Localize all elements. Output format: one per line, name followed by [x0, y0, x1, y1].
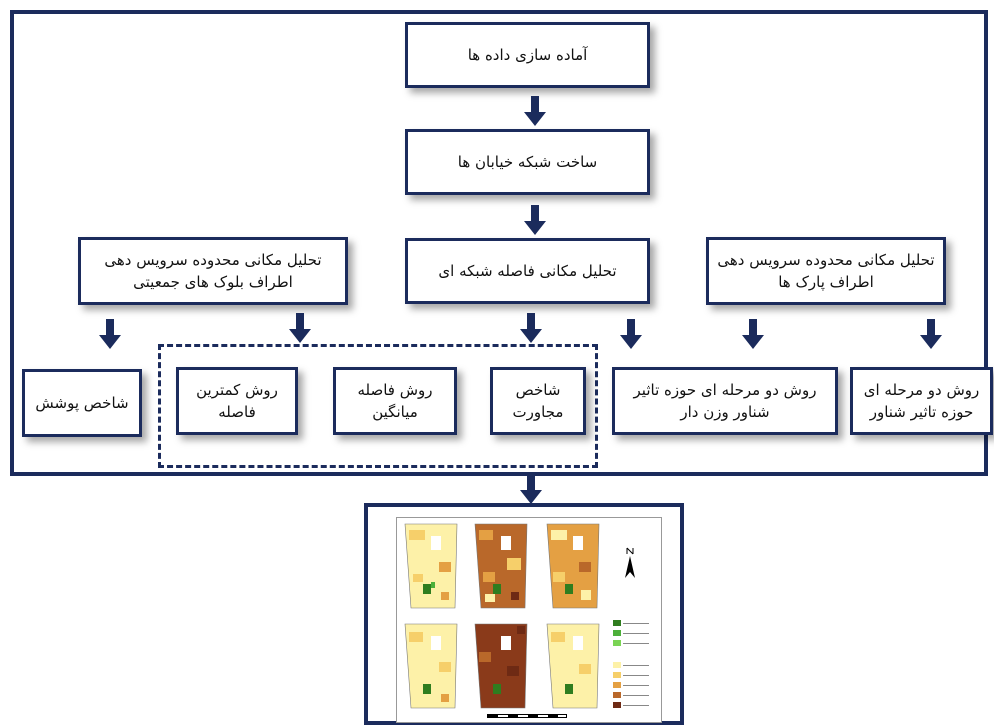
node-service-area-blocks: تحلیل مکانی محدوده سرویس دهی اطراف بلوک …: [78, 237, 348, 305]
map-panel: [404, 523, 458, 609]
scale-bar: [487, 714, 567, 718]
node-weighted-2sfca-label: روش دو مرحله ای حوزه تاثیر شناور وزن دار: [633, 381, 817, 421]
node-street-network-label: ساخت شبکه خیابان ها: [457, 153, 598, 171]
output-maps-figure: [364, 503, 684, 725]
node-2sfca-label: روش دو مرحله ای حوزه تاثیر شناور: [863, 381, 980, 421]
legend-line: [623, 643, 649, 644]
node-minimum-distance: روش کمترین فاصله: [176, 367, 298, 435]
node-minimum-distance-label: روش کمترین فاصله: [196, 381, 278, 421]
outer-frame: [10, 10, 988, 476]
arrow-down-icon: [520, 474, 542, 504]
legend-line: [623, 633, 649, 634]
node-mean-distance: روش فاصله میانگین: [333, 367, 457, 435]
node-weighted-2sfca: روش دو مرحله ای حوزه تاثیر شناور وزن دار: [612, 367, 838, 435]
node-street-network: ساخت شبکه خیابان ها: [405, 129, 650, 195]
node-service-area-blocks-label: تحلیل مکانی محدوده سرویس دهی اطراف بلوک …: [104, 251, 322, 291]
legend-line: [623, 675, 649, 676]
map-panel: [546, 623, 600, 709]
maps-layout: [396, 517, 662, 723]
node-data-preparation-label: آماده سازی داده ها: [467, 46, 588, 64]
arrow-down-icon: [524, 96, 546, 126]
map-panel: [474, 623, 528, 709]
node-2sfca: روش دو مرحله ای حوزه تاثیر شناور: [850, 367, 993, 435]
map-panel: [404, 623, 458, 709]
map-panel: [474, 523, 528, 609]
node-adjacency-index: شاخص مجاورت: [490, 367, 586, 435]
legend-line: [623, 665, 649, 666]
node-coverage-index-label: شاخص پوشش: [35, 394, 129, 412]
north-arrow-icon: [625, 547, 635, 578]
legend-swatch: [613, 682, 621, 688]
node-mean-distance-label: روش فاصله میانگین: [357, 381, 433, 421]
node-network-distance-analysis: تحلیل مکانی فاصله شبکه ای: [405, 238, 650, 304]
node-adjacency-index-label: شاخص مجاورت: [512, 381, 564, 421]
arrow-down-icon: [524, 205, 546, 235]
node-coverage-index: شاخص پوشش: [22, 369, 142, 437]
arrow-down-icon: [742, 319, 764, 349]
map-panel: [546, 523, 600, 609]
node-service-area-parks: تحلیل مکانی محدوده سرویس دهی اطراف پارک …: [706, 237, 946, 305]
legend-line: [623, 685, 649, 686]
legend-swatch: [613, 692, 621, 698]
node-network-distance-analysis-label: تحلیل مکانی فاصله شبکه ای: [438, 262, 617, 280]
arrow-down-icon: [99, 319, 121, 349]
node-service-area-parks-label: تحلیل مکانی محدوده سرویس دهی اطراف پارک …: [717, 251, 935, 291]
arrow-down-icon: [289, 313, 311, 343]
legend-swatch: [613, 672, 621, 678]
legend-line: [623, 623, 649, 624]
distance-methods-group: [158, 344, 598, 468]
legend-swatch: [613, 620, 621, 626]
legend-swatch: [613, 662, 621, 668]
legend-line: [623, 695, 649, 696]
legend-swatch: [613, 640, 621, 646]
arrow-down-icon: [520, 313, 542, 343]
legend-swatch: [613, 702, 621, 708]
arrow-down-icon: [620, 319, 642, 349]
legend-swatch: [613, 630, 621, 636]
arrow-down-icon: [920, 319, 942, 349]
node-data-preparation: آماده سازی داده ها: [405, 22, 650, 88]
legend-line: [623, 705, 649, 706]
